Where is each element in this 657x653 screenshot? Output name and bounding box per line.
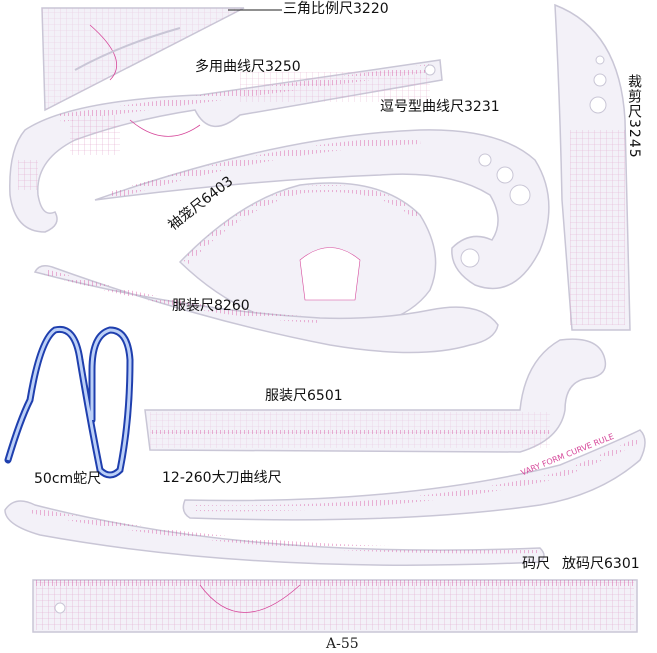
snake-ruler bbox=[4, 325, 134, 479]
clothing-ruler-8260 bbox=[33, 265, 499, 354]
vary-form-curve-ruler bbox=[182, 429, 646, 521]
label-clothing-ruler-8260: 服装尺8260 bbox=[172, 298, 250, 314]
comma-curve-ruler bbox=[94, 129, 550, 290]
label-cutting-ruler: 裁剪尺3245 bbox=[626, 74, 642, 159]
cutting-ruler bbox=[554, 3, 631, 331]
grading-ruler bbox=[32, 579, 638, 633]
catalog-code: A-55 bbox=[326, 636, 359, 652]
clothing-ruler-6501 bbox=[144, 338, 607, 453]
label-multi-curve-ruler: 多用曲线尺3250 bbox=[195, 59, 301, 75]
label-knife-curve-ruler: 12-260大刀曲线尺 bbox=[162, 470, 282, 486]
triangle-ruler bbox=[41, 7, 245, 112]
label-grading-ruler: 放码尺6301 bbox=[562, 556, 640, 572]
label-comma-curve-ruler: 逗号型曲线尺3231 bbox=[380, 99, 500, 115]
label-partial-grading: 码尺 bbox=[522, 556, 550, 572]
label-snake-ruler: 50cm蛇尺 bbox=[34, 471, 102, 487]
label-triangle-ruler: 三角比例尺3220 bbox=[283, 1, 389, 17]
knife-curve-ruler bbox=[4, 500, 545, 566]
label-clothing-ruler-6501: 服装尺6501 bbox=[265, 388, 343, 404]
multi-curve-ruler bbox=[9, 59, 443, 233]
